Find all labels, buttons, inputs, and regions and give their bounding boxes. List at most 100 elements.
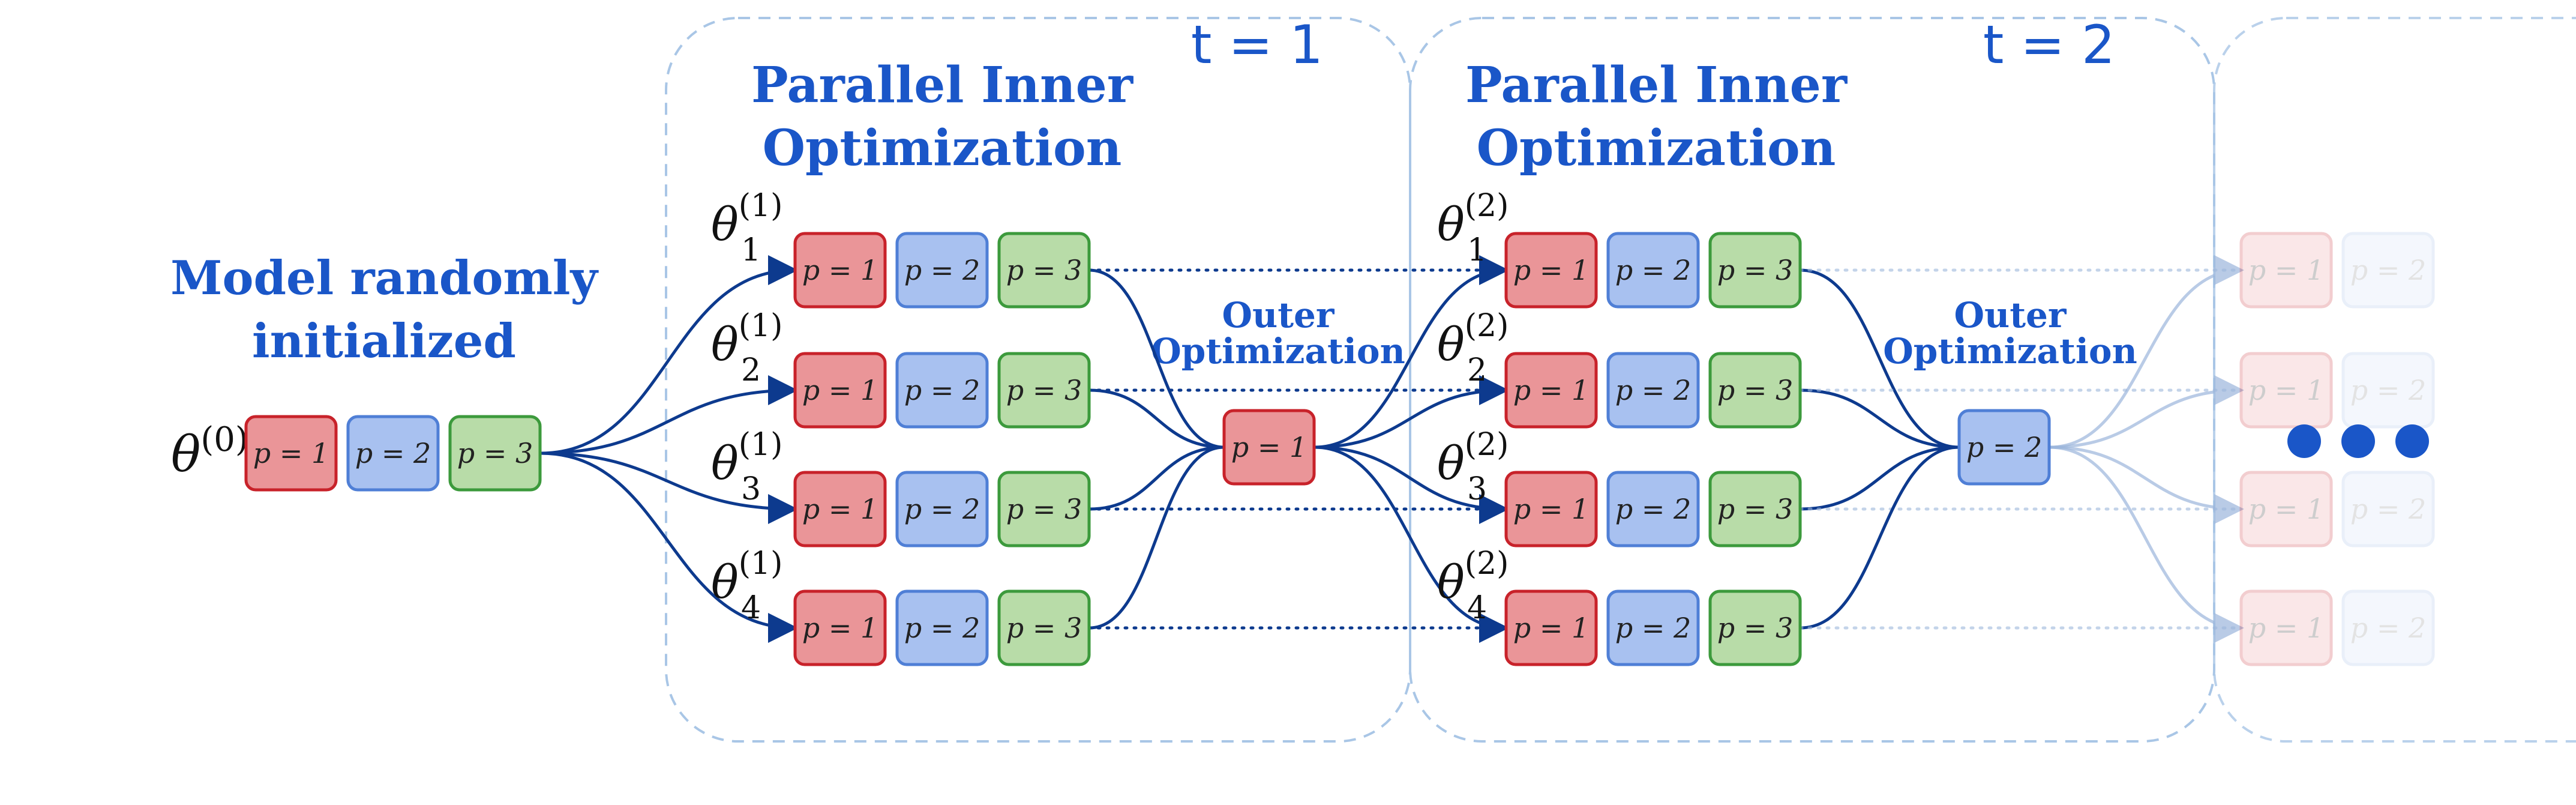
t2-row-2-partition-2-label: p = 2 bbox=[1615, 374, 1692, 406]
edge-t2-row-3-to-outer bbox=[1800, 445, 1960, 511]
t3-row-4-partition-1-rect bbox=[2239, 589, 2333, 666]
t2-row-1-partition-3-label: p = 3 bbox=[1717, 254, 1794, 286]
t2-row-3-partition-1-rect bbox=[1504, 471, 1598, 547]
t2-param-label-1-sup: (2) bbox=[1465, 188, 1509, 224]
t2-row-3-partition-3: p = 3 bbox=[1708, 471, 1802, 547]
edge-outer1-to-t2-row-2 bbox=[1314, 375, 1509, 449]
outer-title-t1-line1: Outer bbox=[1222, 295, 1335, 336]
ellipsis-dot-3 bbox=[2395, 424, 2429, 458]
t3-row-1-partition-1-label: p = 1 bbox=[2248, 254, 2325, 286]
t3-row-2-partition-1: p = 1 bbox=[2239, 352, 2333, 429]
t2-param-label-1: θ(2)1 bbox=[1437, 188, 1509, 268]
t1-row-2-partition-1-label: p = 1 bbox=[802, 374, 878, 406]
edge-t1-row-4-to-outer bbox=[1088, 445, 1225, 630]
t2-param-label-2-symbol: θ bbox=[1437, 318, 1465, 371]
inner-title-t1-line2: Optimization bbox=[763, 119, 1122, 177]
edge-init-to-row-2 bbox=[539, 375, 798, 455]
init-model-partition-3-rect bbox=[448, 415, 542, 492]
t3-row-4-partition-2-label: p = 2 bbox=[2350, 612, 2427, 644]
t1-row-2-partition-1: p = 1 bbox=[793, 352, 887, 429]
t1-row-4-partition-2: p = 2 bbox=[895, 589, 989, 666]
t1-param-label-1-symbol: θ bbox=[711, 197, 739, 251]
t1-param-label-3-symbol: θ bbox=[711, 436, 739, 490]
t3-row-2-partition-1-label: p = 1 bbox=[2248, 374, 2325, 406]
t2-row-3-partition-2: p = 2 bbox=[1606, 471, 1700, 547]
t1-param-label-2-sub: 2 bbox=[741, 352, 761, 388]
inner-title-t2-line1: Parallel Inner bbox=[1465, 56, 1848, 114]
t2-row-2-partition-2-rect bbox=[1606, 352, 1700, 429]
t1-row-1-partition-1-label: p = 1 bbox=[802, 254, 878, 286]
t3-row-3-partition-2-label: p = 2 bbox=[2350, 493, 2427, 525]
edges-layer bbox=[539, 255, 2244, 643]
t3-row-1-partition-2-rect bbox=[2341, 232, 2435, 309]
t2-param-label-4: θ(2)4 bbox=[1437, 546, 1509, 626]
t1-row-2-partition-2: p = 2 bbox=[895, 352, 989, 429]
t2-param-label-4-sub: 4 bbox=[1467, 590, 1487, 626]
t1-param-label-1-sup: (1) bbox=[739, 188, 783, 224]
t1-row-1-partition-1: p = 1 bbox=[793, 232, 887, 309]
t2-row-4-partition-3-rect bbox=[1708, 589, 1802, 666]
t2-row-4-partition-1: p = 1 bbox=[1504, 589, 1598, 666]
t1-row-1-partition-1-rect bbox=[793, 232, 887, 309]
init-model-partition-2-rect bbox=[346, 415, 440, 492]
outer-result-t1-label: p = 1 bbox=[1231, 431, 1308, 463]
t2-row-4-partition-3: p = 3 bbox=[1708, 589, 1802, 666]
t1-param-label-1: θ(1)1 bbox=[711, 188, 782, 268]
t2-row-3-partition-2-rect bbox=[1606, 471, 1700, 547]
edge-outer1-to-t2-row-1 bbox=[1314, 255, 1509, 449]
t3-row-2-partition-2-rect bbox=[2341, 352, 2435, 429]
t1-row-4-partition-1-label: p = 1 bbox=[802, 612, 878, 644]
t2-row-2-partition-1-rect bbox=[1504, 352, 1598, 429]
t1-row-2-partition-3-rect bbox=[997, 352, 1091, 429]
t1-row-2-partition-3: p = 3 bbox=[997, 352, 1091, 429]
outer-result-t2: p = 2 bbox=[1957, 409, 2051, 486]
t1-param-label-2-sup: (1) bbox=[739, 308, 783, 344]
init-model-partition-1-label: p = 1 bbox=[253, 437, 329, 469]
init-param-sup: (0) bbox=[200, 420, 248, 459]
edge-t2-row-2-to-outer bbox=[1800, 388, 1960, 449]
t3-row-1-partition-2: p = 2 bbox=[2341, 232, 2435, 309]
edge-init-to-row-3 bbox=[539, 451, 798, 524]
t3-row-1-partition-2-label: p = 2 bbox=[2350, 254, 2427, 286]
t2-row-1-partition-1-label: p = 1 bbox=[1513, 254, 1590, 286]
t2-row-2-partition-3-rect bbox=[1708, 352, 1802, 429]
t2-param-label-1-sub: 1 bbox=[1467, 232, 1487, 268]
t3-row-1-partition-1-rect bbox=[2239, 232, 2333, 309]
t2-row-1-partition-3-rect bbox=[1708, 232, 1802, 309]
edge-outer2-to-t3-row-4 bbox=[2049, 445, 2244, 643]
t2-row-3-partition-3-rect bbox=[1708, 471, 1802, 547]
t2-row-4-partition-1-rect bbox=[1504, 589, 1598, 666]
t1-param-label-4-sub: 4 bbox=[741, 590, 761, 626]
t1-param-label-4-sup: (1) bbox=[739, 546, 783, 582]
edge-t2-row-4-to-outer bbox=[1800, 445, 1960, 630]
t1-param-label-3-sup: (1) bbox=[739, 427, 783, 463]
t1-row-1-partition-2-rect bbox=[895, 232, 989, 309]
t1-row-2-partition-3-label: p = 3 bbox=[1006, 374, 1082, 406]
outer-result-t2-label: p = 2 bbox=[1966, 431, 2043, 463]
ellipsis-dots-icon bbox=[2287, 424, 2429, 458]
t2-row-1-partition-2: p = 2 bbox=[1606, 232, 1700, 309]
t1-param-label-4: θ(1) 4 bbox=[711, 546, 782, 626]
init-param-symbol: θ bbox=[171, 426, 200, 483]
t2-row-2-partition-3-label: p = 3 bbox=[1717, 374, 1794, 406]
t1-param-label-4-symbol: θ bbox=[711, 555, 739, 609]
ellipsis-dot-2 bbox=[2341, 424, 2375, 458]
init-model-partition-2: p = 2 bbox=[346, 415, 440, 492]
t2-row-2-partition-2: p = 2 bbox=[1606, 352, 1700, 429]
t1-row-1-partition-2: p = 2 bbox=[895, 232, 989, 309]
t2-row-4-partition-2-label: p = 2 bbox=[1615, 612, 1692, 644]
t3-row-2-partition-2: p = 2 bbox=[2341, 352, 2435, 429]
ellipsis-dot-1 bbox=[2287, 424, 2321, 458]
inner-title-t1-line1: Parallel Inner bbox=[751, 56, 1134, 114]
edge-t1-row-1-to-outer bbox=[1088, 268, 1225, 449]
t2-param-label-3-sub: 3 bbox=[1467, 471, 1487, 507]
t3-row-4-partition-1-label: p = 1 bbox=[2248, 612, 2325, 644]
t1-row-3-partition-1-rect bbox=[793, 471, 887, 547]
t1-row-3-partition-3-rect bbox=[997, 471, 1091, 547]
t3-row-2-partition-1-rect bbox=[2239, 352, 2333, 429]
t1-param-label-3: θ(1)3 bbox=[711, 427, 782, 507]
edge-init-to-row-1 bbox=[539, 255, 798, 455]
t1-row-3-partition-2: p = 2 bbox=[895, 471, 989, 547]
